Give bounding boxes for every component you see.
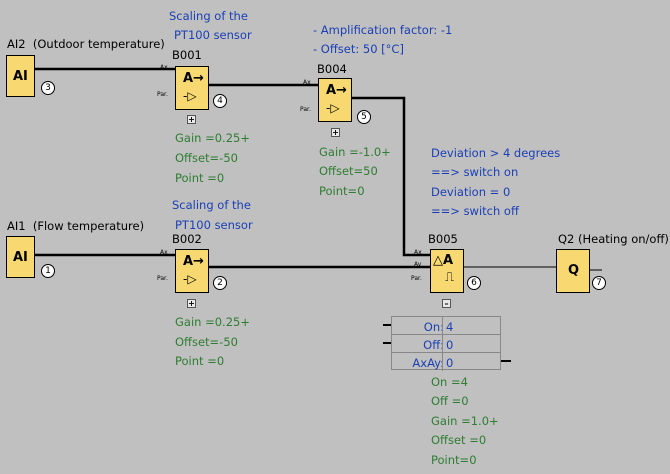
b005-off: Off =0: [431, 394, 469, 408]
param-value-on[interactable]: 4: [446, 320, 454, 334]
b001-block[interactable]: A→ -▷: [175, 66, 209, 110]
param-separator: [442, 353, 443, 371]
b002-expand-button[interactable]: +: [187, 299, 196, 308]
ai2-tag: AI2: [7, 37, 26, 51]
b002-number: 2: [213, 276, 227, 290]
param-value-off[interactable]: 0: [446, 338, 454, 352]
b005-param-row-off[interactable]: Off: 0: [392, 335, 500, 353]
b002-block[interactable]: A→ -▷: [175, 249, 209, 293]
ai2-number: 3: [41, 81, 55, 95]
b002-name: B002: [172, 232, 202, 246]
b005-param-row-on[interactable]: On: 4: [392, 317, 500, 335]
b004-expand-button[interactable]: +: [331, 128, 340, 137]
b002-symbol: A→: [183, 254, 204, 269]
b004-number: 5: [357, 110, 371, 124]
b004-symbol: A→: [326, 83, 347, 98]
b005-note-line3: Deviation = 0: [431, 185, 511, 199]
b001-pin-ax: Ax: [160, 64, 168, 71]
b005-block[interactable]: △A ⎍: [430, 249, 464, 293]
param-label-off: Off:: [423, 338, 444, 352]
b004-amplifier-icon: -▷: [326, 101, 340, 115]
b004-note-line1: - Amplification factor: -1: [313, 23, 453, 37]
b001-offset: Offset=-50: [175, 151, 238, 165]
b001-number: 4: [213, 94, 227, 108]
ai1-description: (Flow temperature): [32, 219, 145, 233]
b005-gain: Gain =1.0+: [431, 414, 499, 428]
b004-point: Point=0: [319, 184, 365, 198]
b002-point: Point =0: [175, 354, 225, 368]
b002-note-line1: Scaling of the: [172, 198, 251, 212]
b005-parameter-table: On: 4 Off: 0 AxAy: 0: [391, 316, 501, 371]
b005-pin-par: Par.: [411, 275, 422, 282]
b005-on: On =4: [431, 375, 468, 389]
b004-pin-par: Par.: [300, 106, 311, 113]
param-separator: [442, 335, 443, 353]
b001-gain: Gain =0.25+: [175, 131, 250, 145]
ai1-label: AI1 (Flow temperature): [7, 219, 145, 233]
ai2-block-label: AI: [13, 69, 28, 84]
b004-offset: Offset=50: [319, 164, 378, 178]
b002-gain: Gain =0.25+: [175, 315, 250, 329]
b001-note-line1: Scaling of the: [169, 9, 248, 23]
ai2-block[interactable]: AI: [6, 55, 35, 97]
b005-note-line1: Deviation > 4 degrees: [431, 146, 561, 160]
b005-pin-ay: Ay: [414, 261, 422, 268]
b005-collapse-button[interactable]: –: [442, 299, 451, 308]
b004-pin-ax: Ax: [303, 79, 311, 86]
b002-pin-par: Par.: [157, 275, 168, 282]
q2-label: Q2 (Heating on/off): [558, 232, 669, 246]
b001-name: B001: [172, 48, 202, 62]
ai2-label: AI2 (Outdoor temperature): [7, 37, 165, 51]
q2-description: (Heating on/off): [578, 232, 669, 246]
b005-note-line2: ==> switch on: [431, 165, 519, 179]
q2-tag: Q2: [558, 232, 575, 246]
q2-block[interactable]: Q: [556, 249, 590, 293]
q2-number: 7: [592, 276, 606, 290]
q2-block-label: Q: [568, 263, 580, 278]
b001-point: Point =0: [175, 171, 225, 185]
b005-name: B005: [428, 232, 458, 246]
param-label-axay: AxAy:: [412, 356, 444, 370]
b001-note-line2: PT100 sensor: [174, 28, 252, 42]
ai2-description: (Outdoor temperature): [32, 37, 165, 51]
ai1-block-label: AI: [13, 250, 28, 265]
b001-pin-par: Par.: [157, 91, 168, 98]
b004-name: B004: [317, 62, 347, 76]
b001-expand-button[interactable]: +: [187, 115, 196, 124]
b005-number: 6: [467, 276, 481, 290]
b002-amplifier-icon: -▷: [183, 272, 197, 286]
b005-symbol: △A: [433, 253, 454, 268]
b004-block[interactable]: A→ -▷: [318, 78, 352, 122]
b005-note-line4: ==> switch off: [431, 204, 519, 218]
wire-b004-b005: [351, 96, 430, 257]
b002-note-line2: PT100 sensor: [175, 218, 253, 232]
b001-amplifier-icon: -▷: [183, 89, 197, 103]
b004-gain: Gain =-1.0+: [319, 145, 391, 159]
ai1-block[interactable]: AI: [6, 236, 35, 278]
ai1-tag: AI1: [7, 219, 26, 233]
b004-note-line2: - Offset: 50 [°C]: [313, 42, 404, 56]
b005-param-row-axay[interactable]: AxAy: 0: [392, 353, 500, 371]
b002-offset: Offset=-50: [175, 335, 238, 349]
b005-pin-ax: Ax: [414, 249, 422, 256]
ai1-number: 1: [41, 264, 55, 278]
param-label-on: On:: [423, 320, 444, 334]
param-value-axay[interactable]: 0: [446, 356, 454, 370]
param-separator: [442, 317, 443, 335]
b001-symbol: A→: [183, 71, 204, 86]
b005-offset: Offset =0: [431, 433, 487, 447]
b005-pulse-icon: ⎍: [445, 270, 455, 285]
b005-point: Point=0: [431, 453, 477, 467]
b002-pin-ax: Ax: [160, 249, 168, 256]
